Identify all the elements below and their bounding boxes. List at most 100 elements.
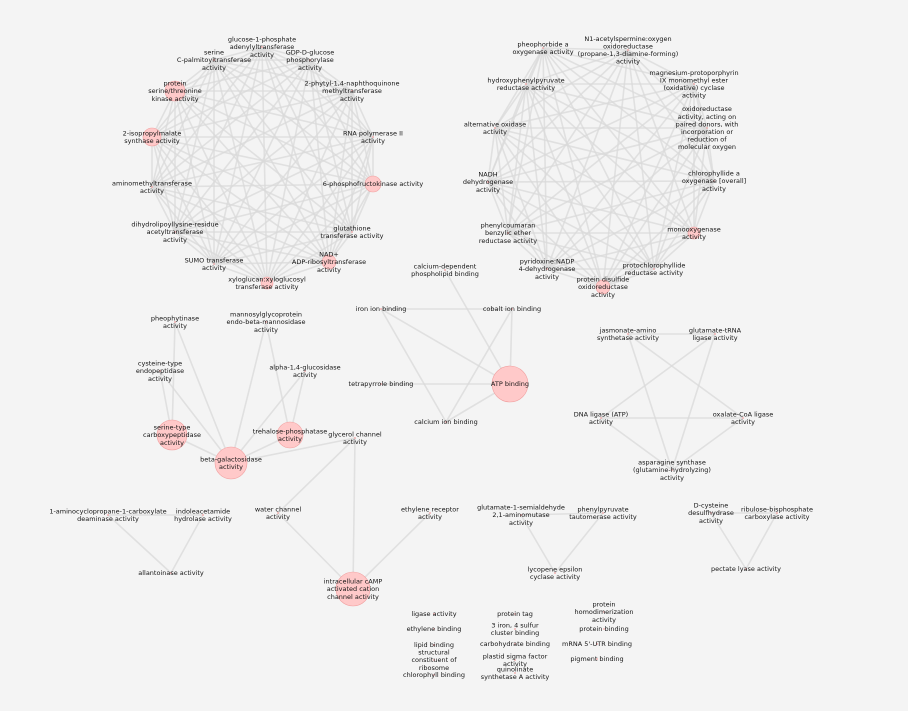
node-circle-lycopene[interactable]	[554, 572, 556, 574]
node-circle-protein_tag[interactable]	[514, 613, 516, 615]
node-circle-pfk[interactable]	[364, 175, 382, 193]
node-circle-ligase[interactable]	[433, 613, 435, 615]
node-circle-water_channel[interactable]	[277, 512, 279, 514]
node-circle-gdp_glucose[interactable]	[309, 59, 311, 61]
node-circle-rna_pol[interactable]	[372, 136, 374, 138]
node-circle-alpha14[interactable]	[304, 370, 306, 372]
node-allantoinase[interactable]: allantoinase activity	[138, 569, 204, 577]
node-circle-cysteine_endo[interactable]	[159, 370, 161, 372]
node-circle-xyloglucan[interactable]	[260, 276, 274, 290]
node-circle-hydroxypyruvate[interactable]	[525, 83, 527, 85]
node-circle-phytyl[interactable]	[351, 90, 353, 92]
node-pectate[interactable]: pectate lyase activity	[711, 565, 781, 573]
node-circle-nad_adp[interactable]	[321, 254, 337, 270]
node-circle-beta_galacto[interactable]	[214, 446, 248, 480]
node-circle-pheophytinase[interactable]	[174, 321, 176, 323]
node-circle-iron_ion[interactable]	[380, 308, 382, 310]
node-mrna_utr[interactable]: mRNA 5'-UTR binding	[562, 640, 632, 648]
node-circle-glycerol_channel[interactable]	[354, 437, 356, 439]
node-dna_ligase[interactable]: DNA ligase (ATP)activity	[574, 410, 628, 426]
node-circle-mg_proto[interactable]	[693, 83, 695, 85]
node-circle-indoleacetamide[interactable]	[202, 514, 204, 516]
node-circle-n1_acetyl[interactable]	[627, 49, 629, 51]
node-circle-pectate[interactable]	[745, 568, 747, 570]
node-calcium_ion[interactable]: calcium ion binding	[414, 418, 477, 426]
node-circle-serine_carboxy[interactable]	[156, 419, 188, 451]
node-ligase[interactable]: ligase activity	[411, 610, 456, 618]
node-circle-carbohydrate[interactable]	[514, 643, 516, 645]
node-circle-monooxygenase[interactable]	[687, 226, 701, 240]
node-protein_binding[interactable]: protein binding	[579, 625, 628, 633]
node-circle-oxalate_coa[interactable]	[742, 417, 744, 419]
node-circle-ethylene_receptor[interactable]	[429, 512, 431, 514]
node-circle-rubisco[interactable]	[776, 512, 778, 514]
node-circle-isopropylmalate[interactable]	[142, 127, 162, 147]
node-circle-plastid_sigma[interactable]	[514, 659, 516, 661]
node-carbohydrate[interactable]: carbohydrate binding	[480, 640, 550, 648]
node-circle-glutamate_trna[interactable]	[714, 333, 716, 335]
node-circle-structural_ribosome[interactable]	[433, 659, 435, 661]
node-circle-protein_binding[interactable]	[603, 628, 605, 630]
node-circle-pyridoxine[interactable]	[546, 268, 548, 270]
node-circle-atp[interactable]	[491, 365, 529, 403]
node-circle-quinolinate[interactable]	[514, 672, 516, 674]
node-circle-nadh_dh[interactable]	[487, 181, 489, 183]
node-tetrapyrrole[interactable]: tetrapyrrole binding	[349, 380, 414, 388]
node-asparagine[interactable]: asparagine synthase(glutamine-hydrolyzin…	[633, 459, 711, 482]
node-circle-tetrapyrrole[interactable]	[380, 383, 382, 385]
node-circle-ethylene_binding[interactable]	[433, 628, 435, 630]
node-circle-glutathione_t[interactable]	[351, 231, 353, 233]
node-circle-protein_homodimer[interactable]	[603, 611, 605, 613]
node-circle-mrna_utr[interactable]	[596, 643, 598, 645]
node-pigment[interactable]: pigment binding	[570, 655, 623, 663]
node-circle-glutamate_semi[interactable]	[520, 514, 522, 516]
node-iron_ion[interactable]: iron ion binding	[356, 305, 407, 313]
node-circle-protein_disulfide[interactable]	[595, 279, 611, 295]
node-circle-camp[interactable]	[335, 571, 371, 607]
node-cobalt_ion[interactable]: cobalt ion binding	[483, 305, 541, 313]
node-circle-pigment[interactable]	[596, 658, 598, 660]
node-atp[interactable]: ATP binding	[491, 365, 529, 403]
node-protein_tag[interactable]: protein tag	[497, 610, 533, 618]
node-circle-allantoinase[interactable]	[170, 572, 172, 574]
node-circle-acc_deaminase[interactable]	[107, 514, 109, 516]
node-circle-phenylpyruvate[interactable]	[602, 512, 604, 514]
node-circle-aminomethyl[interactable]	[151, 186, 153, 188]
node-circle-oxidoreductase_paired[interactable]	[706, 127, 708, 129]
node-circle-asparagine[interactable]	[671, 469, 673, 471]
node-circle-phenylcoumaran[interactable]	[507, 232, 509, 234]
node-circle-jasmonate[interactable]	[627, 333, 629, 335]
